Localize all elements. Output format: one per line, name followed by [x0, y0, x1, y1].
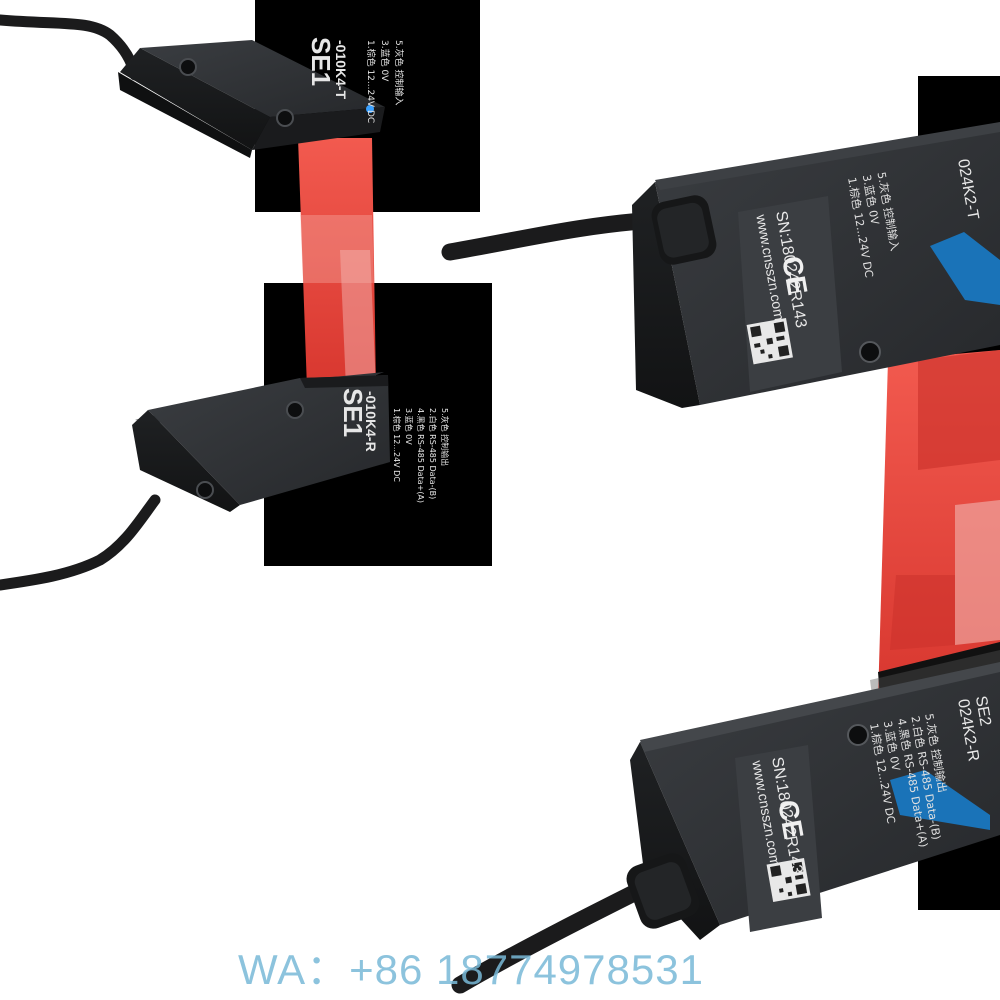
- small-emitter-model-line1: SE1: [306, 37, 336, 86]
- small-laser-beam: [298, 138, 376, 388]
- small-emitter-wire-3: 5.灰色 控制输入: [393, 40, 405, 105]
- emitter-cable-gland: [651, 195, 717, 265]
- accent-stripe: [930, 232, 1000, 305]
- small-receiver-sensor: SE1 -010K4-R 1.棕色 12...24V DC 3.蓝色 0V 4.…: [132, 372, 450, 512]
- small-receiver-model-line1: SE1: [338, 388, 368, 437]
- qr-code-receiver: [766, 858, 811, 903]
- large-laser-beam: [878, 350, 1000, 700]
- large-receiver-sensor: 1.棕色 12...24V DC 3.蓝色 0V 4.黑色 RS-485 Dat…: [626, 642, 1000, 940]
- small-emitter-wire-2: 3.蓝色 0V: [379, 40, 391, 82]
- small-emitter-cable: [0, 14, 141, 81]
- large-emitter-cable: [441, 211, 664, 261]
- small-receiver-cable: [0, 494, 161, 591]
- large-emitter-sensor: 1.棕色 12...24V DC 3.蓝色 0V 5.灰色 控制输入 SN:18…: [632, 122, 1000, 408]
- small-emitter-sensor: SE1 -010K4-T 1.棕色 12...24V DC 3.蓝色 0V 5.…: [118, 37, 405, 158]
- receiver-cable-gland: [626, 853, 700, 929]
- small-receiver-wire-2: 3.蓝色 0V: [404, 408, 414, 445]
- small-receiver-wire-1: 1.棕色 12...24V DC: [392, 408, 402, 482]
- qr-code: [746, 318, 793, 365]
- indicator-led: [366, 105, 374, 113]
- large-emitter-ce-mark: CE: [776, 254, 813, 298]
- whatsapp-contact-watermark: WA：+86 18774978531: [238, 946, 704, 993]
- small-receiver-wire-5: 5.灰色 控制输出: [440, 408, 450, 466]
- large-receiver-model-line1: SE2: [972, 695, 994, 728]
- small-emitter-model-line2: -010K4-T: [333, 40, 349, 100]
- large-receiver-ce-mark: CE: [772, 798, 809, 842]
- small-receiver-wire-3: 4.黑色 RS-485 Data+(A): [416, 408, 426, 503]
- small-receiver-model-line2: -010K4-R: [363, 391, 379, 452]
- accent-stripe-receiver: [890, 770, 990, 830]
- small-receiver-wire-4: 2.白色 RS-485 Data-(B): [428, 408, 438, 499]
- small-emitter-wire-1: 1.棕色 12...24V DC: [365, 40, 377, 123]
